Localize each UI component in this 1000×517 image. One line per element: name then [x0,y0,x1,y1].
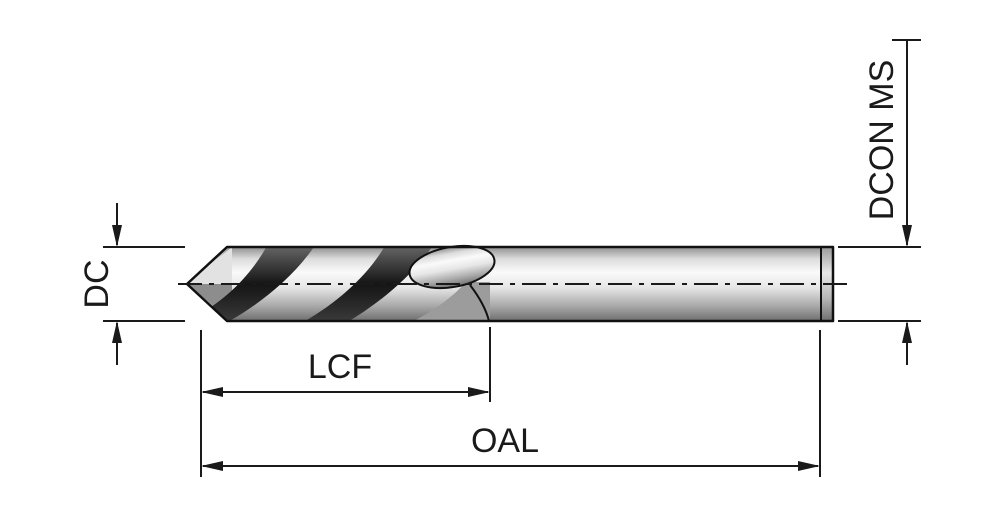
dc-dimension: DC [78,203,185,365]
flute-band-3 [408,282,490,321]
oal-dimension: OAL [201,330,821,477]
oal-arrowhead-right [798,461,820,471]
lcf-label: LCF [308,348,372,386]
dc-arrowhead-top [112,225,122,247]
lcf-arrowhead-left [201,387,223,397]
dcon-label: DCON MS [863,60,901,221]
dcon-arrowhead-top [902,225,912,247]
dcon-arrowhead-bottom [902,321,912,343]
oal-arrowhead-left [201,461,223,471]
drill-bit [178,244,848,323]
dc-arrowhead-bottom [112,321,122,343]
dcon-dimension: DCON MS [838,39,921,365]
oal-label: OAL [471,422,539,460]
flute-runout-edge [469,284,490,322]
dc-label: DC [78,259,116,308]
lcf-arrowhead-right [468,387,490,397]
lcf-dimension: LCF [200,327,491,477]
